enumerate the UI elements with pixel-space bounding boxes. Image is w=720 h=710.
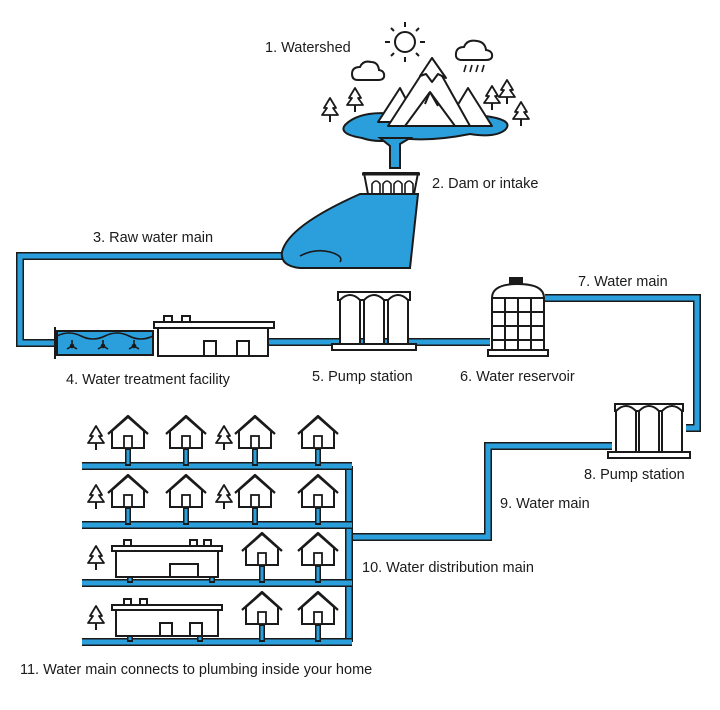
pump-station-5 [331, 291, 417, 351]
dam-reservoir [280, 193, 420, 269]
label-water-main-9: 9. Water main [500, 496, 590, 512]
house-icon [296, 473, 340, 509]
dam-illustration [280, 172, 420, 269]
pump-station-8 [607, 403, 691, 459]
rain-cloud-icon [454, 39, 494, 73]
tree-icon [87, 605, 105, 631]
house-icon [240, 531, 284, 567]
fan-icon [66, 340, 140, 350]
label-raw-water-main: 3. Raw water main [93, 230, 214, 246]
building-icon [111, 539, 223, 578]
house-icon [106, 414, 150, 450]
label-pump-station-5: 5. Pump station [312, 369, 413, 385]
neighborhood [87, 414, 340, 637]
house-icon [164, 473, 208, 509]
house-icon [233, 414, 277, 450]
house-icon [296, 590, 340, 626]
tree-icon [87, 425, 105, 451]
treatment-facility [54, 315, 275, 359]
label-dam-or-intake: 2. Dam or intake [432, 176, 539, 192]
house-icon [164, 414, 208, 450]
tank-icon [487, 277, 549, 357]
sun-icon [385, 22, 425, 62]
building-icon [111, 598, 223, 637]
tree-icon [87, 545, 105, 571]
label-water-main-7: 7. Water main [578, 274, 668, 290]
building-icon [153, 315, 275, 357]
label-water-reservoir: 6. Water reservoir [460, 369, 575, 385]
tree-icon [215, 425, 233, 451]
label-water-distribution-main: 10. Water distribution main [362, 560, 534, 576]
house-icon [296, 414, 340, 450]
pipes [16, 252, 701, 646]
tree-icon [215, 484, 233, 510]
water-main-9-pipe [352, 442, 612, 541]
cloud-icon [350, 60, 386, 81]
mountain-icon [377, 57, 493, 127]
outflow-stream [377, 137, 414, 169]
label-water-treatment-facility: 4. Water treatment facility [66, 372, 230, 388]
house-icon [296, 531, 340, 567]
house-icon [240, 590, 284, 626]
house-icon [106, 473, 150, 509]
tree-icon [87, 484, 105, 510]
label-pump-station-8: 8. Pump station [584, 467, 685, 483]
watershed-illustration [321, 22, 530, 169]
label-watershed: 1. Watershed [265, 40, 351, 56]
label-plumbing-connection: 11. Water main connects to plumbing insi… [20, 662, 373, 678]
house-icon [233, 473, 277, 509]
